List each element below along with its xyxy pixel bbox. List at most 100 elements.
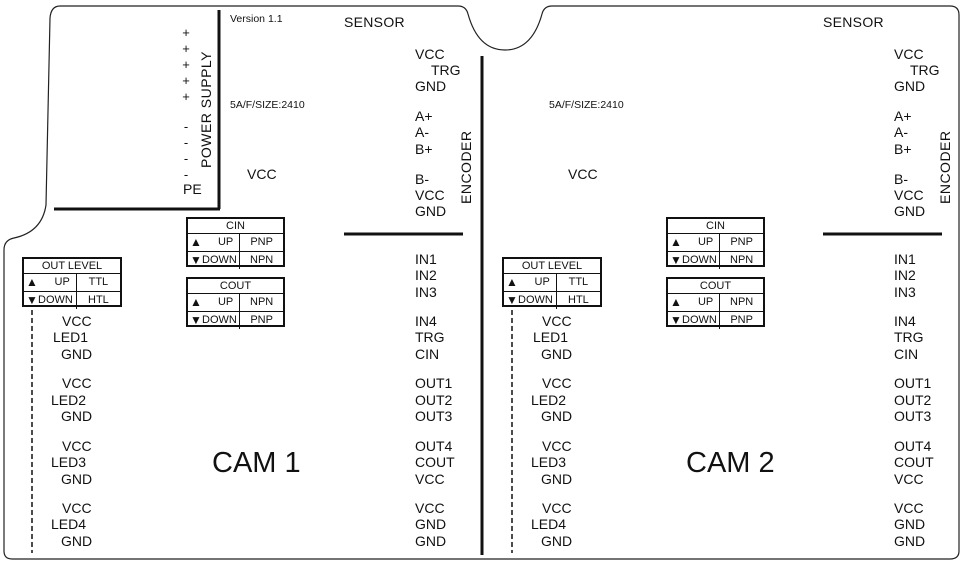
cam2-encoder-pin: A- [894,124,908,140]
cam2-vcc: VCC [568,166,598,182]
power-plus-4: + [182,73,190,88]
cam1-led3-gnd: GND [61,471,93,487]
cam2-encoder-pin: B+ [894,141,912,157]
cam2-led1-vcc: VCC [542,313,572,329]
cam2-led2-gnd: GND [541,408,573,424]
cam1-led4-name: LED4 [51,516,87,532]
cam2-led2-name: LED2 [531,392,567,408]
switch-down-value: HTL [88,294,109,306]
down-arrow-icon: ▼ [190,253,202,267]
switch-down-value: NPN [730,254,754,266]
switch-title: CIN [188,219,283,234]
power-plus-5: + [182,89,190,104]
board-border [3,5,960,560]
cam2-sensor-pin: GND [894,78,926,94]
switch-down-label: DOWN [682,314,717,326]
cam1-encoder-pin: GND [415,203,447,219]
down-arrow-icon: ▼ [670,313,682,327]
cam1-io-pin: IN1 [415,251,437,267]
cam2-led3-gnd: GND [541,471,573,487]
cam2-io-pin: VCC [894,471,924,487]
cam1-encoder-pin: A+ [415,108,433,124]
cam2-io-pin: OUT3 [894,408,932,424]
cam1-led4-gnd: GND [61,533,93,549]
down-arrow-icon: ▼ [506,293,518,307]
cam1-io-pin: GND [415,533,447,549]
cam2-io-pin: OUT2 [894,392,932,408]
switch-title: COUT [668,279,763,294]
power-plus-1: + [182,25,190,40]
cam2-encoder-pin: B- [894,171,908,187]
cam1-encoder-label: ENCODER [458,130,474,204]
up-arrow-icon: ▲ [190,235,202,249]
cam1-io-pin: IN3 [415,284,437,300]
switch-down-value: PNP [730,314,753,326]
switch-title: COUT [188,279,283,294]
cam1-led1-vcc: VCC [62,313,92,329]
cam2-io-pin: IN4 [894,313,916,329]
switch-up-label: UP [217,296,234,308]
cam1-io-pin: GND [415,516,447,532]
switch-title: OUT LEVEL [24,259,120,274]
switch-up-value: TTL [88,276,109,288]
power-supply-label: POWER SUPPLY [198,51,214,168]
cam2-title: CAM 2 [686,447,775,479]
cam1-io-pin: VCC [415,471,445,487]
up-arrow-icon: ▲ [506,275,518,289]
switch-down-label: DOWN [202,254,237,266]
switch-down-value: PNP [250,314,273,326]
power-minus-3: - [183,151,189,166]
cam1-sensor-pin: VCC [415,46,445,62]
cam1-led2-name: LED2 [51,392,87,408]
cam1-led1-name: LED1 [53,329,89,345]
power-plus-2: + [182,41,190,56]
cam1-led3-vcc: VCC [62,438,92,454]
cam2-encoder-label: ENCODER [937,130,953,204]
cam1-io-pin: OUT2 [415,392,453,408]
cam2-io-pin: TRG [894,329,924,345]
power-minus-1: - [183,119,189,134]
cam1-io-pin: VCC [415,500,445,516]
cam1-io-pin: TRG [415,329,445,345]
cam2-io-pin: OUT4 [894,438,932,454]
cam1-encoder-pin: B+ [415,141,433,157]
cam1-led2-gnd: GND [61,408,93,424]
up-arrow-icon: ▲ [190,295,202,309]
cam2-sensor-pin: VCC [894,46,924,62]
cam1-io-pin: OUT4 [415,438,453,454]
switch-up-label: UP [534,276,550,288]
cam1-io-pin: IN2 [415,267,437,283]
cam2-led1-gnd: GND [541,346,573,362]
version-label: Version 1.1 [230,13,283,25]
cam1-fuse-label: 5A/F/SIZE:2410 [230,99,305,111]
cam2-led1-name: LED1 [533,329,569,345]
cam1-sensor-title: SENSOR [344,14,405,30]
power-plus-3: + [182,57,190,72]
cam2-sensor-title: SENSOR [823,14,884,30]
switch-down-label: DOWN [202,314,237,326]
power-pe: PE [183,181,202,197]
cam1-title: CAM 1 [212,447,301,479]
cam2-io-pin: VCC [894,500,924,516]
cam2-fuse-label: 5A/F/SIZE:2410 [549,99,624,111]
switch-down-label: DOWN [38,294,73,306]
cam1-io-pin: IN4 [415,313,437,329]
cam2-sensor-pin: TRG [910,62,940,78]
cam1-led2-vcc: VCC [62,375,92,391]
switch-up-value: PNP [250,236,273,248]
cam2-io-pin: IN3 [894,284,916,300]
cam2-io-pin: GND [894,516,926,532]
cam1-led3-name: LED3 [51,454,87,470]
down-arrow-icon: ▼ [190,313,202,327]
up-arrow-icon: ▲ [26,275,38,289]
cam1-sensor-pin: TRG [431,62,461,78]
switch-down-value: HTL [568,294,589,306]
cam2-led2-vcc: VCC [542,375,572,391]
